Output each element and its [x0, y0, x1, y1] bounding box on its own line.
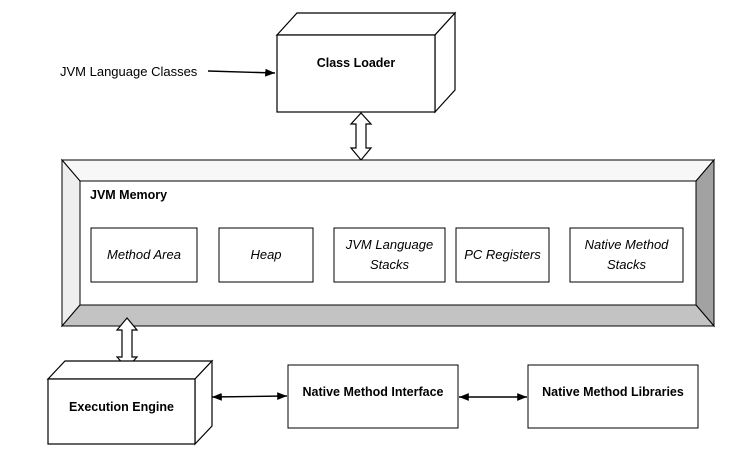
- execution-engine-box: [46, 359, 214, 446]
- native-method-libraries-box: [527, 364, 699, 429]
- heap-box: [218, 227, 314, 283]
- class-loader-box: [275, 11, 457, 114]
- method-area-box: [90, 227, 198, 283]
- native-method-interface-box: [287, 364, 459, 429]
- jvm-language-classes-label: JVM Language Classes: [60, 64, 198, 79]
- native-method-interface-label: Native Method Interface: [302, 385, 444, 399]
- native-method-libraries-label: Native Method Libraries: [542, 385, 684, 399]
- class-loader-label: Class Loader: [316, 56, 396, 70]
- heap-label: Heap: [250, 247, 282, 262]
- execution-engine-label: Execution Engine: [69, 399, 174, 414]
- loader-memory-double-arrow: [349, 112, 373, 161]
- jvm-language-stacks-box: [333, 227, 446, 283]
- classes-to-loader-arrow: [207, 68, 276, 77]
- jvm-memory-title: JVM Memory: [90, 188, 168, 202]
- pc-registers-box: [455, 227, 550, 283]
- jvm-language-stacks-label: JVM Language Stacks: [345, 237, 434, 272]
- engine-interface-arrow: [211, 392, 288, 401]
- method-area-label: Method Area: [107, 247, 181, 262]
- native-method-stacks-label: Native Method Stacks: [584, 237, 669, 272]
- pc-registers-label: PC Registers: [464, 247, 541, 262]
- native-method-stacks-box: [569, 227, 684, 283]
